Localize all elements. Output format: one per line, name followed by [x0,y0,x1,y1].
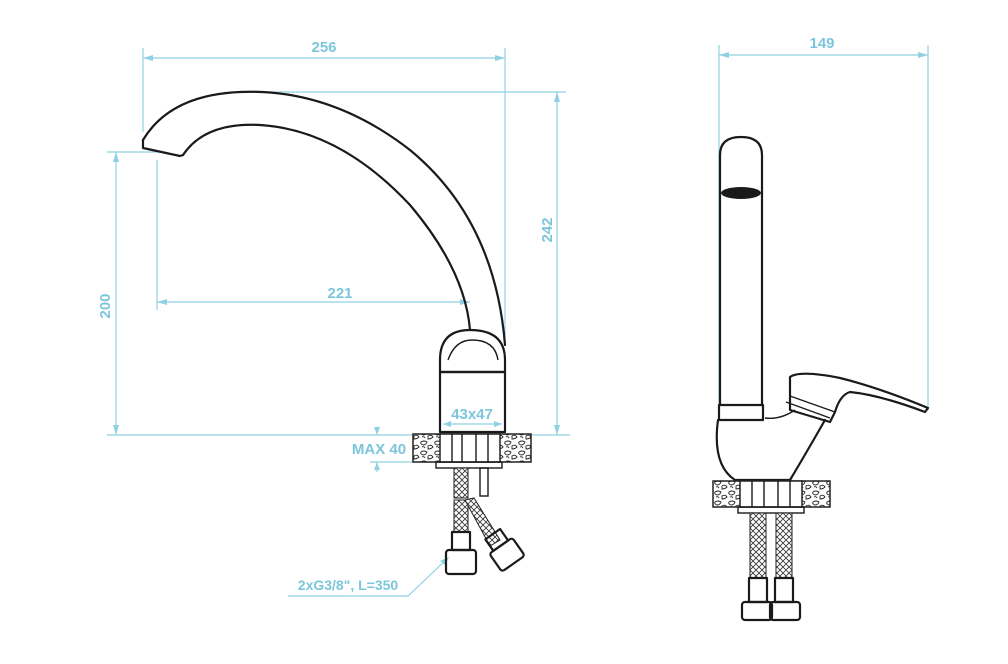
dimension-lines-front [107,48,570,597]
max-thickness-label: MAX 40 [352,441,406,458]
faucet-front-view [141,90,532,576]
height-200-label: 200 [97,293,114,318]
width-256-label: 256 [311,39,336,56]
reach-221-label: 221 [327,285,352,302]
base-size-label: 43x47 [451,406,493,423]
height-242-label: 242 [539,217,556,242]
dimension-lines-side [718,45,929,410]
width-149-label: 149 [809,35,834,52]
faucet-side-view [712,135,930,622]
hose-label: 2xG3/8", L=350 [298,577,399,593]
